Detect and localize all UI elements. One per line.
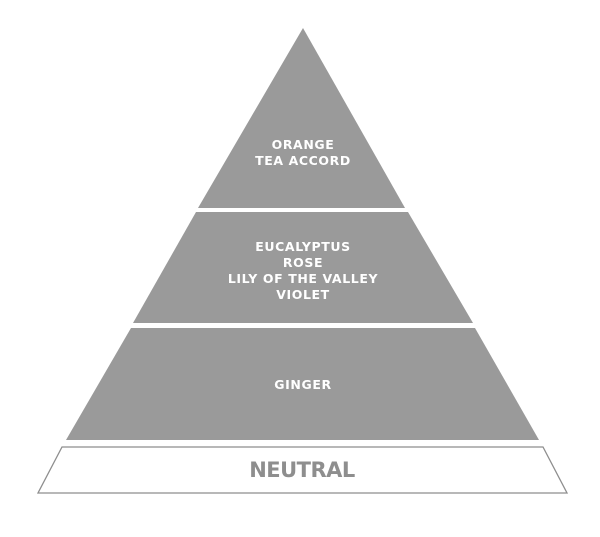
base-notes-shape: [66, 328, 539, 440]
heart-notes-tier: EUCALYPTUS ROSE LILY OF THE VALLEY VIOLE…: [133, 212, 473, 323]
top-note-1: ORANGE: [272, 137, 335, 152]
heart-note-4: VIOLET: [276, 287, 330, 302]
heart-note-2: ROSE: [283, 255, 323, 270]
heart-note-1: EUCALYPTUS: [255, 239, 350, 254]
top-note-2: TEA ACCORD: [255, 153, 351, 168]
neutral-label: NEUTRAL: [249, 458, 355, 482]
base-notes-tier: GINGER: [66, 328, 539, 440]
base-note-1: GINGER: [274, 377, 331, 392]
heart-note-3: LILY OF THE VALLEY: [228, 271, 379, 286]
heart-notes-shape: [133, 212, 473, 323]
top-notes-tier: ORANGE TEA ACCORD: [198, 28, 405, 208]
top-notes-shape: [198, 28, 405, 208]
neutral-band-shape: [36, 446, 569, 494]
neutral-base-band: NEUTRAL: [36, 446, 569, 494]
